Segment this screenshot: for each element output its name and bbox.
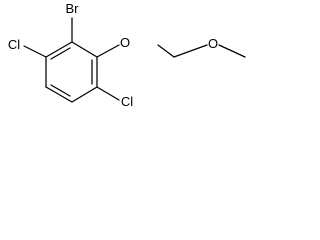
- atom-label-cl-right: Cl: [121, 94, 133, 109]
- atom-label-o-methoxy: O: [208, 36, 218, 51]
- bond-c-cl-right: [96, 86, 120, 101]
- ring-double-bond-inner-bottom: [50, 84, 71, 97]
- ring-bond-top-left-to-top-right: [71, 41, 98, 58]
- bond-o-ch2: [157, 44, 175, 58]
- bond-c-o-ether: [96, 44, 120, 58]
- ring-bond-right-to-bottom-right: [71, 86, 98, 103]
- chemical-structure-diagram: Br Cl Cl O O: [8, 1, 246, 109]
- atom-label-cl-left: Cl: [8, 37, 20, 52]
- bond-ch2-o: [173, 44, 208, 58]
- benzene-ring: [45, 41, 98, 103]
- atom-label-br: Br: [66, 1, 80, 16]
- bond-o-methyl: [218, 44, 246, 58]
- ring-double-bond-inner-top: [50, 47, 71, 60]
- atom-label-o-ether: O: [120, 35, 130, 50]
- ring-bond-left-to-top-left: [45, 41, 73, 58]
- bond-c-cl-left: [23, 45, 47, 58]
- ring-bond-bottom-right-to-bottom-left: [45, 86, 73, 103]
